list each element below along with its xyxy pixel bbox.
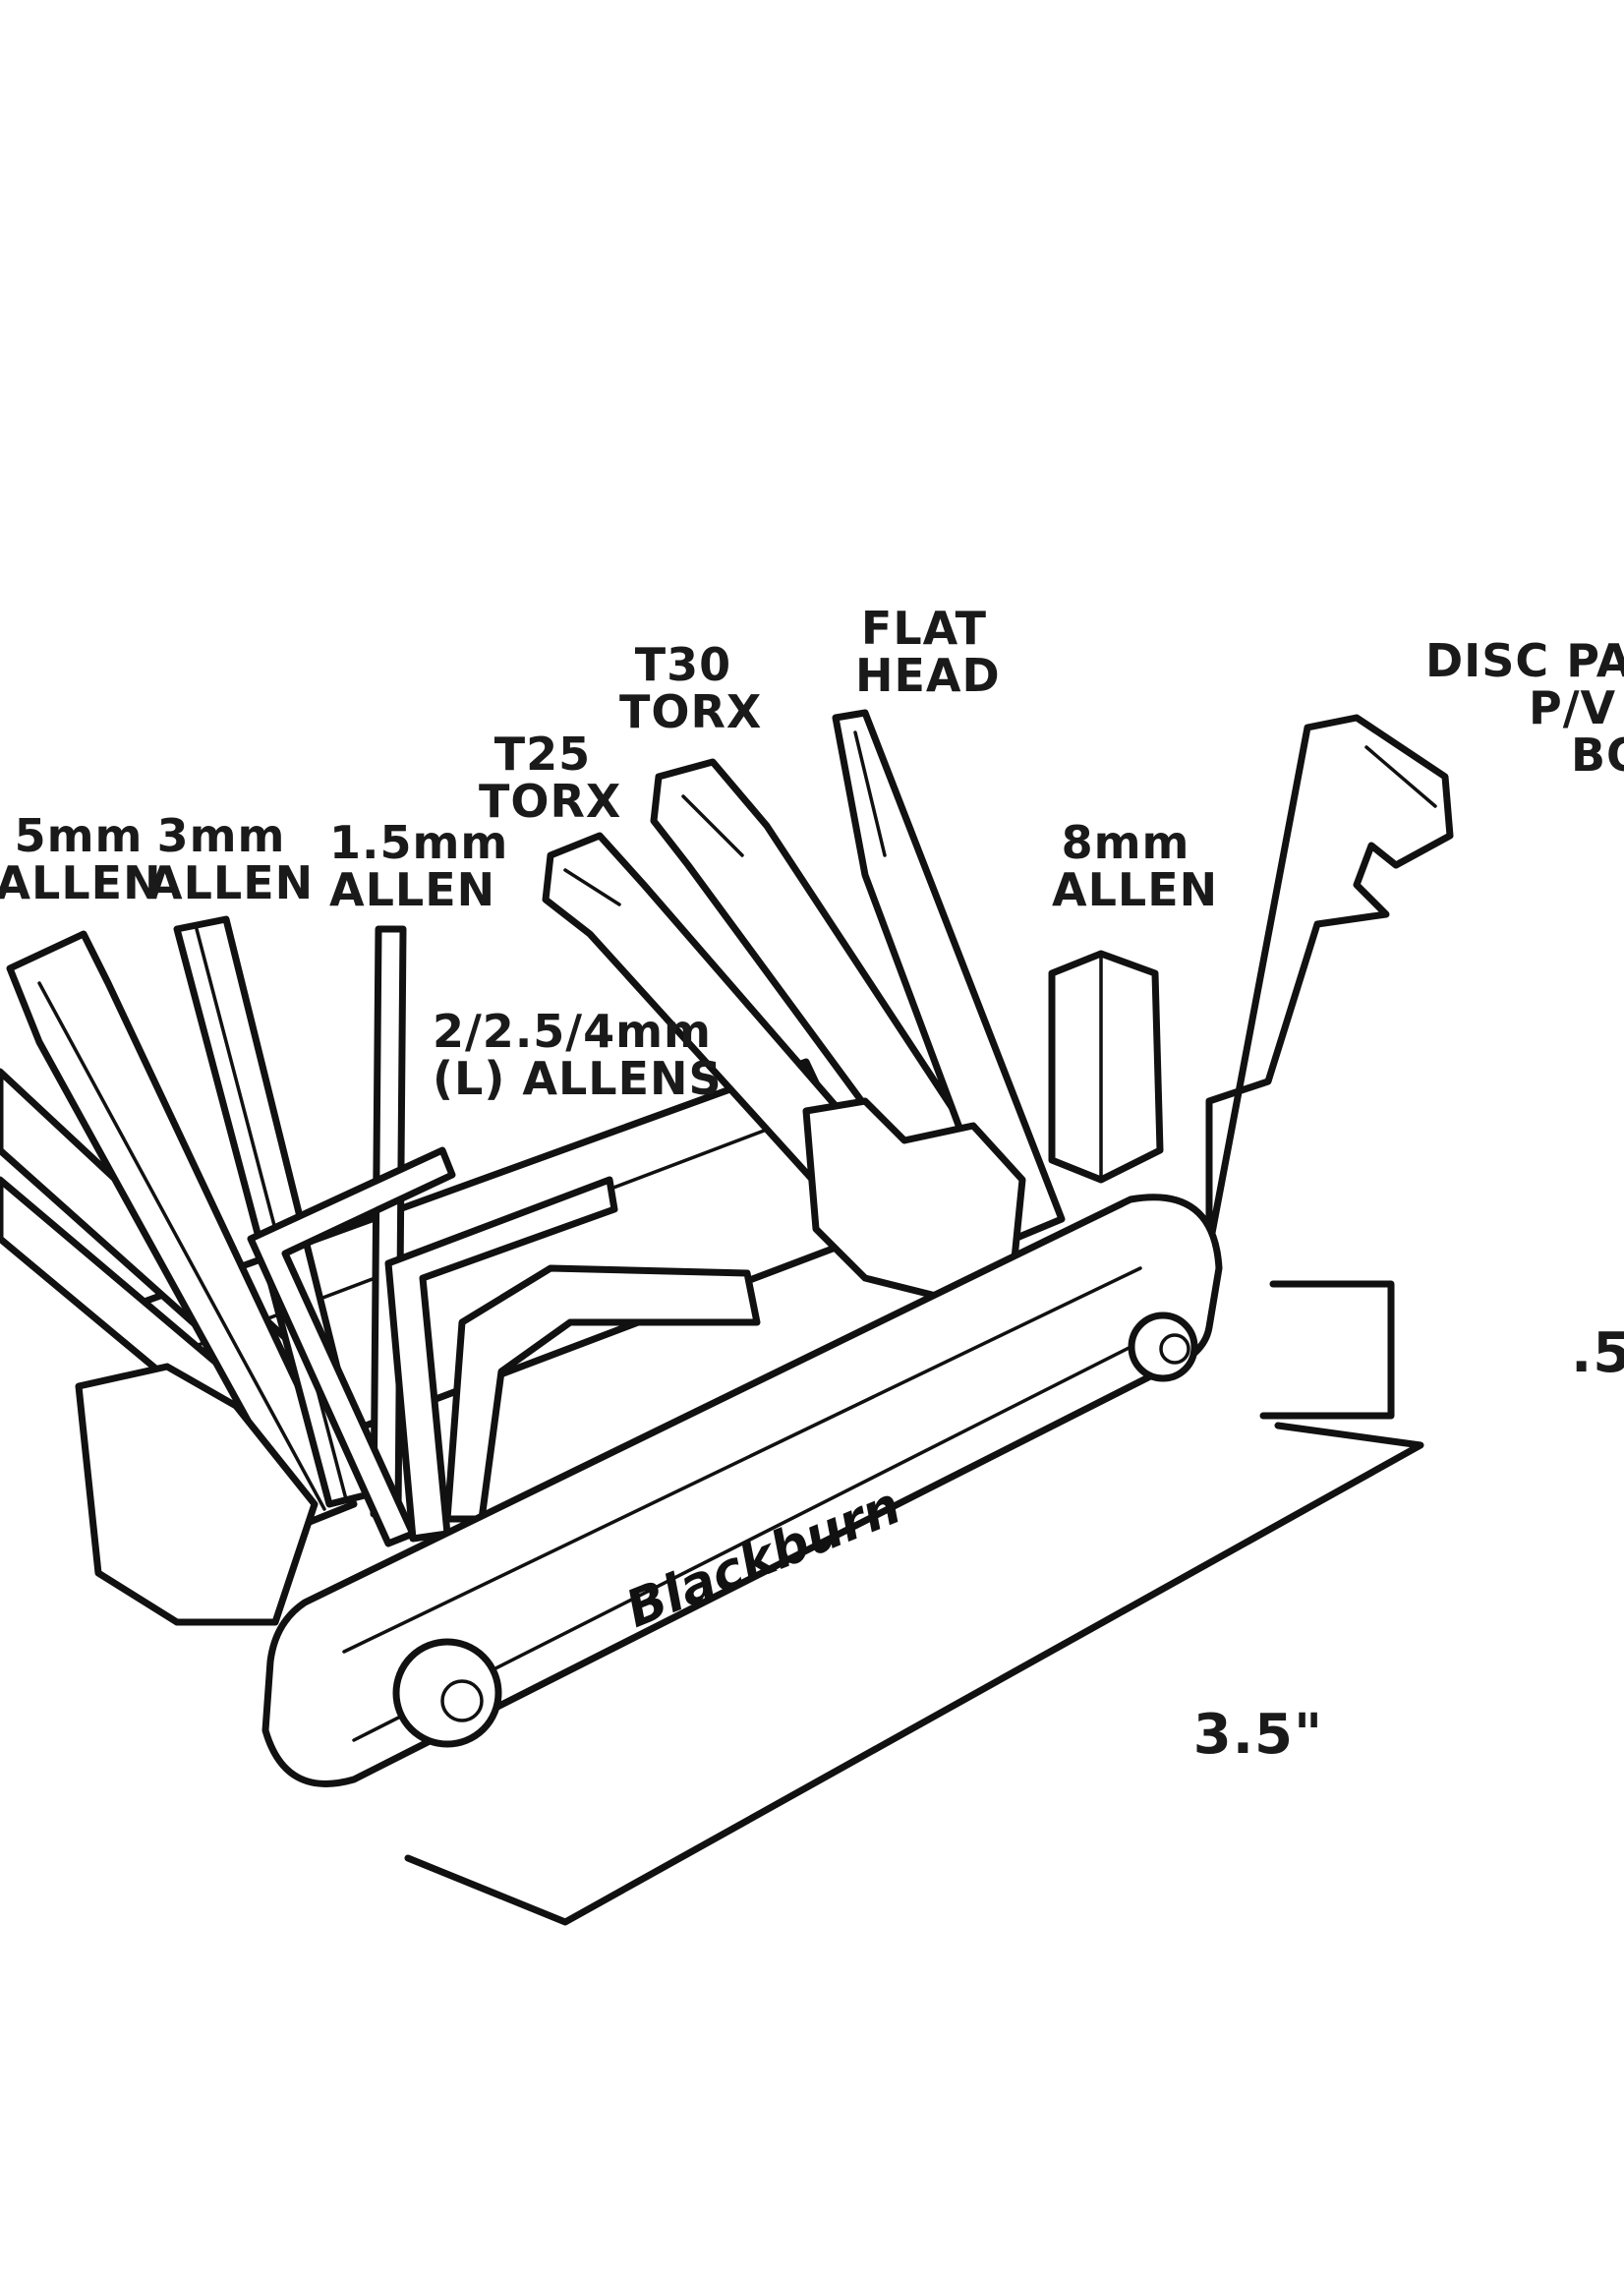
label-torx-t30: T30 TORX xyxy=(619,638,763,738)
left-hinge-knuckles xyxy=(75,1363,319,1626)
l-allen-small xyxy=(247,1146,456,1547)
label-allen-3mm: 3mm ALLEN xyxy=(147,809,315,909)
label-allen-8mm: 8mm ALLEN xyxy=(1052,816,1219,916)
length-dimension-label: 3.5" xyxy=(1192,1703,1324,1767)
rivet-right xyxy=(1128,1312,1198,1382)
allen-8mm-tool xyxy=(1048,950,1164,1184)
l-allen-medium xyxy=(384,1176,618,1543)
label-flat-head: FLAT HEAD xyxy=(855,602,1001,702)
height-dimension-bracket xyxy=(1259,1280,1395,1420)
label-allen-5mm: 5mm ALLEN xyxy=(0,809,162,909)
disc-pad-tool xyxy=(1205,714,1454,1253)
flat-head-tool xyxy=(832,709,1066,1248)
length-dimension-line xyxy=(404,1422,1424,1926)
hinge-knuckles xyxy=(802,1097,1026,1302)
label-disc-pad: DISC PAD P/V BO xyxy=(1425,634,1624,782)
label-l-allens: 2/2.5/4mm (L) ALLENS xyxy=(433,1005,723,1105)
rivet-left xyxy=(392,1638,502,1748)
height-dimension-label: .5 xyxy=(1571,1324,1624,1383)
l-allen-large xyxy=(443,1264,761,1523)
label-torx-t25: T25 TORX xyxy=(479,728,622,828)
label-allen-1-5mm: 1.5mm ALLEN xyxy=(329,816,509,916)
allen-1-5mm-tool xyxy=(370,925,407,1518)
